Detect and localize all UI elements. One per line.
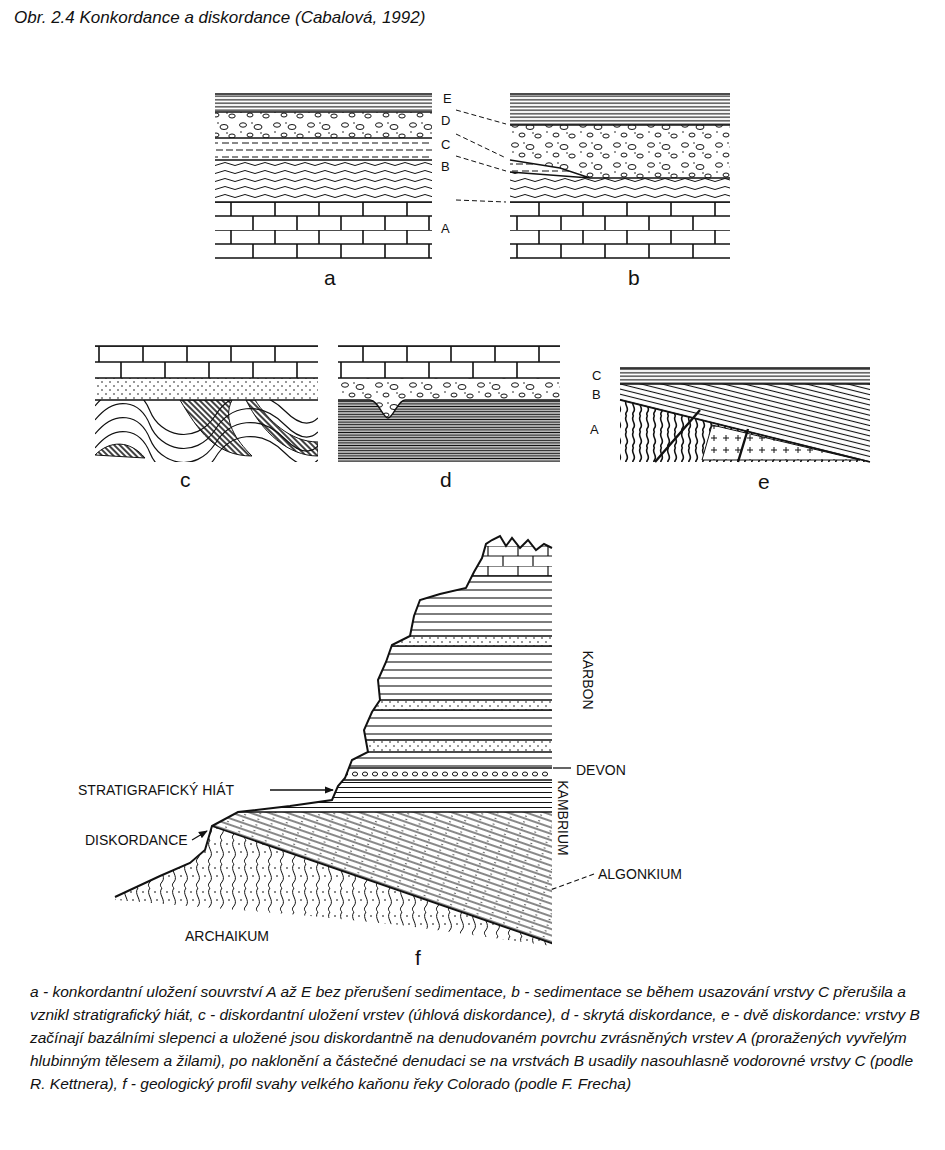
panel-letter: c: [180, 468, 191, 492]
layer-d: [510, 125, 730, 178]
sandstone-band: [110, 636, 555, 646]
layer-letter: C: [592, 369, 601, 384]
sandstone-band: [110, 740, 555, 752]
plutonic-body: [702, 425, 860, 460]
panel-letter: a: [324, 266, 336, 290]
period-label: ALGONKIUM: [598, 866, 682, 882]
layer-letter: E: [443, 92, 452, 107]
fold-line: [95, 400, 318, 462]
period-label: KAMBRIUM: [555, 780, 571, 855]
layer-letter: B: [592, 388, 601, 403]
layer-c: [620, 368, 870, 384]
pointer-arrow: [270, 789, 333, 790]
pointer-arrow: [192, 831, 207, 840]
fold-hatch: [95, 444, 145, 458]
dike: [655, 410, 748, 462]
shale-layer: [338, 400, 560, 462]
layer-letter: B: [441, 160, 450, 175]
leader-line: [550, 874, 594, 890]
sandstone-layer: [95, 378, 318, 400]
feature-label: STRATIGRAFICKÝ HIÁT: [78, 782, 234, 798]
layer-letter: A: [441, 222, 450, 237]
period-label: KARBON: [580, 650, 596, 709]
panel-c-strata: [95, 346, 318, 477]
limestone-ground: [110, 530, 555, 576]
layer-letter: C: [441, 138, 450, 153]
plutonic-body-ground: [702, 425, 860, 460]
sand-ground: [110, 636, 555, 646]
figure-caption: a - konkordantní uložení souvrství A až …: [30, 980, 930, 1095]
correlation-line: [456, 110, 506, 202]
layer-e: [510, 94, 730, 125]
layer-a: [510, 202, 730, 258]
sandstone-band: [110, 700, 555, 710]
layer-letter: D: [441, 114, 450, 129]
folded-strata: [95, 400, 318, 462]
canyon-profile: [100, 530, 560, 980]
layer-e: [215, 94, 432, 112]
panel-a-strata: [215, 94, 432, 258]
layer-boundary: [620, 368, 870, 462]
layer-b: [620, 384, 870, 462]
panel-letter: d: [440, 468, 452, 492]
limestone-layer: [110, 546, 555, 576]
devon-tick: [553, 767, 571, 768]
karbon-strata: [110, 530, 555, 768]
panel-d-strata: [338, 346, 560, 462]
panel-e-strata: [620, 368, 870, 462]
limestone-layer: [95, 346, 318, 378]
panel-b-strata: [510, 94, 730, 258]
layer-boundary: [215, 94, 432, 258]
devon-layer: [110, 768, 555, 780]
layer-boundary: [110, 576, 555, 812]
layer-b: [510, 172, 730, 202]
panel-letter: b: [628, 266, 640, 290]
limestone-layer: [338, 346, 560, 378]
layer-boundary: [95, 346, 318, 400]
layer-c: [215, 138, 432, 160]
layer-boundary: [338, 346, 560, 418]
layer-b: [215, 160, 432, 202]
layer-d: [215, 112, 432, 138]
period-label: DEVON: [576, 762, 626, 778]
layer-a: [215, 202, 432, 258]
panel-letter: e: [758, 470, 770, 494]
feature-label: DISKORDANCE: [85, 832, 188, 848]
figure-title: Obr. 2.4 Konkordance a diskordance (Caba…: [14, 8, 425, 28]
layer-boundary: [510, 94, 730, 258]
sand-ground: [110, 740, 555, 752]
sand-ground: [110, 700, 555, 710]
period-label: ARCHAIKUM: [185, 928, 269, 944]
layer-letter: A: [590, 423, 599, 438]
panel-letter: f: [415, 946, 421, 970]
